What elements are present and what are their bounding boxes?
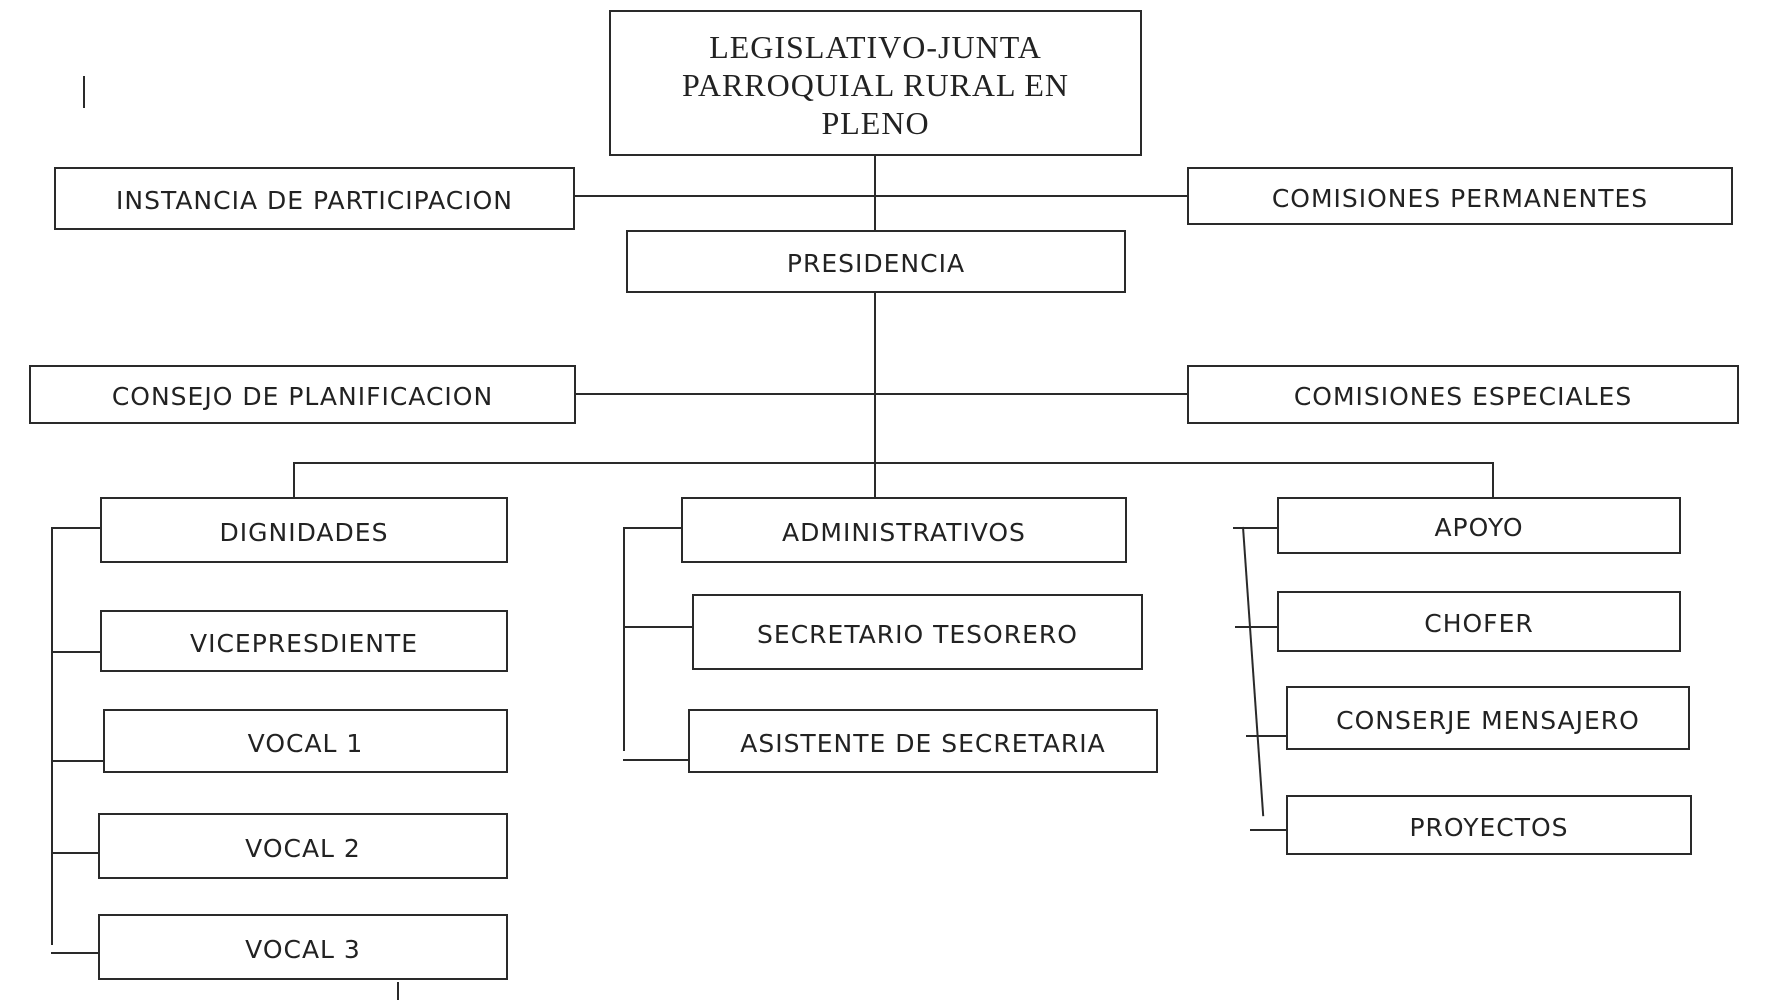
box-administrativos: ADMINISTRATIVOS (681, 497, 1127, 563)
connector-dignidades-tick (51, 852, 100, 854)
box-comisiones-permanentes: COMISIONES PERMANENTES (1187, 167, 1733, 225)
connector-row1-horizontal (575, 195, 1189, 197)
connector-presidencia-trunk (874, 292, 876, 499)
connector-bottom-stub (397, 982, 399, 1000)
connector-dignidades-vertical (51, 527, 53, 945)
box-conserje-mensajero: CONSERJE MENSAJERO (1286, 686, 1690, 750)
connector-apoyo-tick (1250, 829, 1286, 831)
connector-administrativos-tick (623, 527, 682, 529)
box-vocal-1: VOCAL 1 (103, 709, 508, 773)
connector-top-trunk (874, 155, 876, 230)
connector-administrativos-tick (623, 626, 692, 628)
box-secretario-tesorero: SECRETARIO TESORERO (692, 594, 1143, 670)
connector-apoyo-tick (1246, 735, 1286, 737)
connector-branch-horizontal (293, 462, 1494, 464)
box-instancia-de-participacion: INSTANCIA DE PARTICIPACION (54, 167, 575, 230)
box-apoyo: APOYO (1277, 497, 1681, 554)
connector-dignidades-tick (51, 651, 102, 653)
box-presidencia: PRESIDENCIA (626, 230, 1126, 293)
box-legislativo: LEGISLATIVO-JUNTA PARROQUIAL RURAL EN PL… (609, 10, 1142, 156)
connector-apoyo-tick (1233, 527, 1277, 529)
box-dignidades: DIGNIDADES (100, 497, 508, 563)
connector-row2-horizontal (575, 393, 1189, 395)
box-asistente-de-secretaria: ASISTENTE DE SECRETARIA (688, 709, 1158, 773)
box-vicepresidente: VICEPRESDIENTE (100, 610, 508, 672)
text-cursor (83, 76, 85, 108)
connector-administrativos-tick (623, 759, 689, 761)
box-chofer: CHOFER (1277, 591, 1681, 652)
connector-drop-dignidades (293, 462, 295, 499)
box-proyectos: PROYECTOS (1286, 795, 1692, 855)
box-comisiones-especiales: COMISIONES ESPECIALES (1187, 365, 1739, 424)
connector-drop-apoyo (1492, 462, 1494, 499)
connector-apoyo-vertical (1242, 526, 1265, 817)
box-vocal-2: VOCAL 2 (98, 813, 508, 879)
connector-administrativos-vertical (623, 527, 625, 751)
connector-apoyo-tick (1235, 626, 1277, 628)
box-consejo-de-planificacion: CONSEJO DE PLANIFICACION (29, 365, 576, 424)
connector-dignidades-tick (51, 760, 104, 762)
connector-dignidades-tick (51, 527, 102, 529)
box-vocal-3: VOCAL 3 (98, 914, 508, 980)
connector-dignidades-tick (51, 952, 100, 954)
